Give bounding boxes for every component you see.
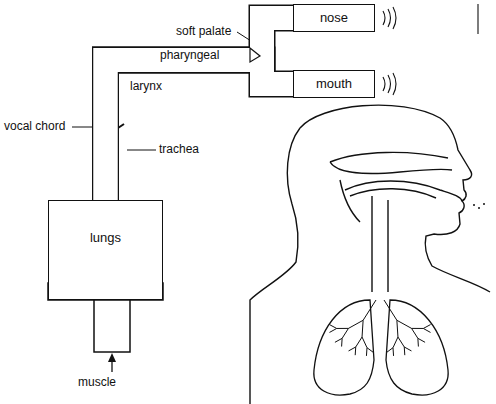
nose-box: nose bbox=[293, 4, 375, 32]
part-label: pharyngeal bbox=[160, 49, 219, 62]
tube-wall bbox=[106, 60, 294, 200]
bronchus-stroke bbox=[349, 347, 356, 351]
lungs-box: lungs bbox=[48, 200, 163, 300]
bronchi bbox=[329, 300, 430, 356]
box-label: mouth bbox=[316, 77, 352, 91]
bronchus-stroke bbox=[384, 300, 397, 320]
bronchus-stroke bbox=[398, 337, 404, 347]
bronchus-stroke bbox=[423, 328, 430, 332]
bronchus-stroke bbox=[393, 337, 398, 348]
bronchus-stroke bbox=[342, 328, 348, 338]
bronchus-stroke bbox=[397, 320, 412, 328]
muscle-arrowhead bbox=[108, 353, 116, 362]
part-label: larynx bbox=[130, 80, 162, 93]
bronchus-stroke bbox=[417, 338, 419, 346]
bronchus-stroke bbox=[355, 347, 357, 355]
bronchus-stroke bbox=[363, 300, 376, 320]
box-label: lungs bbox=[90, 231, 121, 245]
figure-lungs bbox=[314, 300, 448, 395]
bronchus-stroke bbox=[423, 325, 430, 329]
leader-line bbox=[127, 150, 156, 151]
muscle-rod bbox=[94, 300, 130, 352]
sound-waves bbox=[383, 4, 478, 95]
bronchus-stroke bbox=[393, 348, 395, 356]
bronchus-stroke bbox=[412, 328, 418, 338]
bronchus-stroke bbox=[341, 338, 343, 346]
soft-palate-flap bbox=[250, 48, 260, 62]
bronchus-stroke bbox=[337, 328, 349, 329]
tube-bore bbox=[106, 18, 294, 200]
bronchus-stroke bbox=[362, 320, 363, 337]
bronchus-stroke bbox=[412, 328, 424, 329]
box-label: nose bbox=[320, 11, 348, 25]
bronchus-stroke bbox=[329, 328, 336, 332]
bronchus-stroke bbox=[397, 320, 398, 337]
bronchus-stroke bbox=[404, 347, 406, 355]
mouth-box: mouth bbox=[293, 70, 375, 98]
part-label: vocal chord bbox=[4, 120, 65, 133]
tube-wall bbox=[106, 18, 294, 200]
head-figure bbox=[250, 105, 490, 404]
part-label: soft palate bbox=[176, 25, 231, 38]
bronchus-stroke bbox=[367, 348, 374, 353]
bronchus-stroke bbox=[418, 338, 425, 342]
tube-bore bbox=[106, 60, 294, 200]
part-label: muscle bbox=[78, 376, 116, 389]
bronchus-stroke bbox=[404, 347, 411, 351]
bronchus-stroke bbox=[366, 348, 368, 356]
bronchus-stroke bbox=[335, 338, 342, 342]
breath-dots bbox=[473, 203, 485, 209]
bronchus-stroke bbox=[348, 320, 363, 328]
bronchus-stroke bbox=[356, 337, 362, 347]
part-label: trachea bbox=[159, 143, 199, 156]
bronchus-stroke bbox=[362, 337, 367, 348]
bronchus-stroke bbox=[386, 348, 393, 353]
bronchus-stroke bbox=[329, 325, 336, 329]
